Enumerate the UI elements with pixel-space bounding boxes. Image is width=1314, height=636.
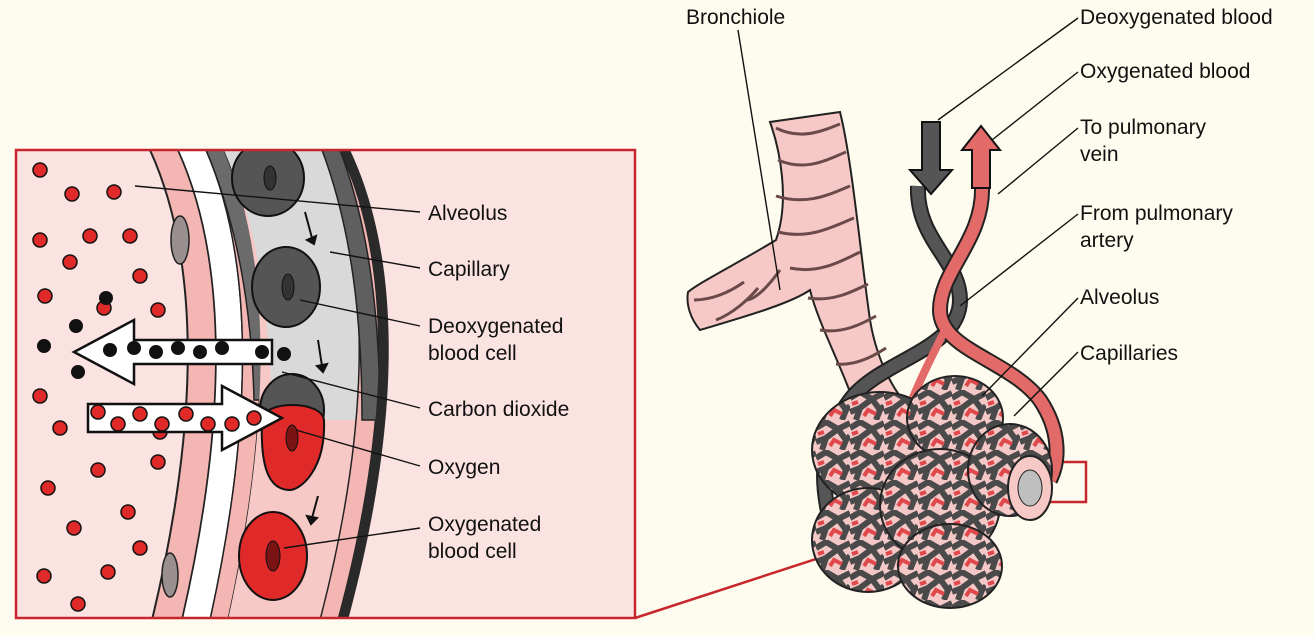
bronchiole-label: Bronchiole [686, 4, 785, 31]
to-pulmonary-vein-label: To pulmonary vein [1080, 114, 1206, 168]
alveolus-label: Alveolus [428, 200, 507, 227]
deoxygenated-blood-label: Deoxygenated blood [1080, 4, 1273, 31]
from-pulmonary-artery-label: From pulmonary artery [1080, 200, 1233, 254]
oxygenated-flow-arrow [962, 126, 1000, 188]
deoxygenated-flow-arrow [910, 122, 952, 194]
capillaries-label: Capillaries [1080, 340, 1178, 367]
carbon-dioxide-label: Carbon dioxide [428, 396, 569, 423]
oxygenated-blood-label: Oxygenated blood [1080, 58, 1250, 85]
alveolar-sac-cluster [812, 376, 1052, 608]
bronchiole-tube [688, 112, 921, 430]
oxygenated-blood-cell-label: Oxygenated blood cell [428, 511, 541, 565]
capillary-label: Capillary [428, 256, 510, 283]
inset-cross-section [16, 140, 635, 620]
oxygen-label: Oxygen [428, 454, 500, 481]
deoxygenated-blood-cell-label: Deoxygenated blood cell [428, 313, 563, 367]
alveolus-cluster-label: Alveolus [1080, 284, 1159, 311]
